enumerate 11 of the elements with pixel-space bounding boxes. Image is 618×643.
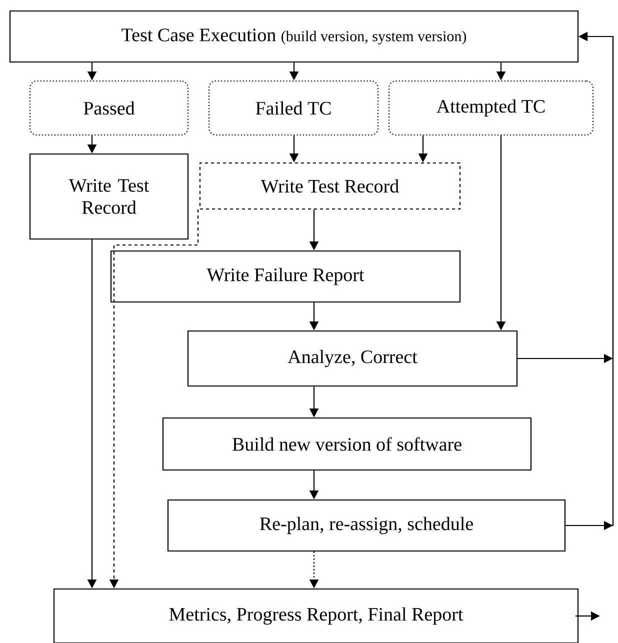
outcome-box: Attempted TC (388, 80, 594, 136)
process-box: Test Case Execution (build version, system version) (9, 10, 579, 63)
process-box: Write Test Record (29, 153, 189, 240)
outcome-box: Failed TC (208, 80, 379, 136)
process-box: Build new version of software (162, 417, 532, 471)
process-box: Write Failure Report (110, 250, 461, 303)
process-box: Re-plan, re-assign, schedule (167, 499, 566, 552)
optional-box: Write Test Record (199, 162, 461, 210)
outcome-box: Passed (29, 80, 189, 136)
process-box: Metrics, Progress Report, Final Report (53, 588, 579, 643)
process-box: Analyze, Correct (187, 330, 518, 387)
